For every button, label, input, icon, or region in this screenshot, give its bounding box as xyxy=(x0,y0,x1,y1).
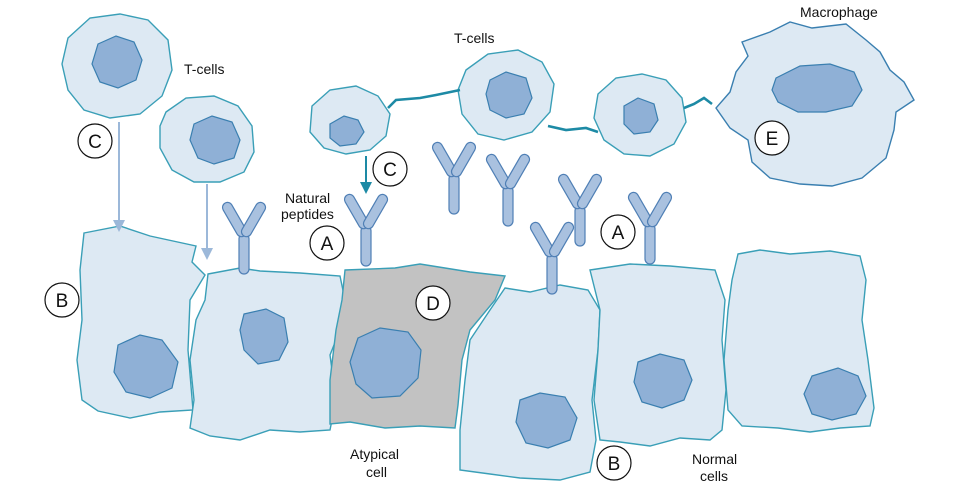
tissue-cell-3 xyxy=(459,284,601,481)
antibody-7 xyxy=(528,219,576,295)
tissue-cell-1 xyxy=(76,225,206,419)
svg-text:A: A xyxy=(321,234,334,255)
marker-c-middle: C xyxy=(372,151,408,187)
svg-text:C: C xyxy=(88,132,102,153)
svg-text:B: B xyxy=(56,291,69,312)
atypical-cell xyxy=(329,263,507,429)
marker-a-left: A xyxy=(309,225,345,261)
svg-text:E: E xyxy=(766,129,779,150)
marker-d: D xyxy=(415,285,451,321)
svg-text:D: D xyxy=(426,294,440,315)
label-atypical-cell-2: cell xyxy=(366,464,387,480)
marker-a-right: A xyxy=(600,214,636,250)
label-normal-cells-2: cells xyxy=(700,468,728,484)
svg-text:C: C xyxy=(383,160,397,181)
label-macrophage: Macrophage xyxy=(800,4,878,20)
svg-text:B: B xyxy=(608,454,621,475)
marker-e: E xyxy=(754,120,790,156)
arrows xyxy=(113,122,372,260)
tissue-cell-4 xyxy=(589,263,727,447)
label-natural-peptides-2: peptides xyxy=(281,206,334,222)
antibody-1 xyxy=(220,199,268,275)
t-cell-links xyxy=(387,88,713,134)
antibody-3 xyxy=(430,139,478,215)
tissue-cell-5 xyxy=(723,249,875,433)
label-t-cells-left: T-cells xyxy=(184,61,224,77)
label-t-cells-top: T-cells xyxy=(454,30,494,46)
marker-c-left: C xyxy=(77,123,113,159)
marker-b-right: B xyxy=(596,445,632,481)
label-atypical-cell-1: Atypical xyxy=(350,446,399,462)
t-cell-chain-3 xyxy=(593,73,687,157)
t-cell-chain-2 xyxy=(457,49,555,141)
macrophage xyxy=(715,21,915,187)
marker-b-left: B xyxy=(44,282,80,318)
label-normal-cells-1: Normal xyxy=(692,451,737,467)
svg-text:A: A xyxy=(612,223,625,244)
t-cell-top-left xyxy=(61,13,173,119)
label-natural-peptides-1: Natural xyxy=(285,190,330,206)
tissue-cell-2 xyxy=(189,267,346,441)
t-cell-chain-1 xyxy=(309,85,391,155)
t-cell-left-2 xyxy=(159,95,255,183)
antibody-2 xyxy=(342,191,390,267)
antibody-4 xyxy=(484,151,532,227)
